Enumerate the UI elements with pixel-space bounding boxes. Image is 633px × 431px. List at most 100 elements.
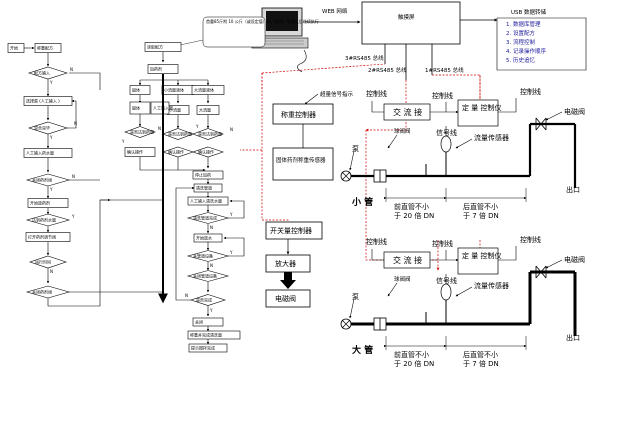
solenoid-label: 电磁阀 [275, 294, 296, 303]
flow-connector [455, 138, 473, 149]
node-label: Y [49, 187, 53, 192]
node-label: 清洗管道完成 [193, 215, 217, 221]
flow-connector [371, 101, 384, 113]
node-label: 人工输入药水量 [26, 150, 54, 156]
node-label: 停止加药 [195, 172, 211, 178]
process-box [129, 85, 151, 95]
outlet-label: 出口 [566, 185, 580, 194]
node-label: 确认操作 [168, 149, 184, 155]
node-label: N [210, 263, 213, 268]
meter-box [457, 99, 499, 127]
process-box [144, 42, 182, 52]
control-line-label: 控制线 [432, 91, 453, 100]
switch-controller-label: 开关量控制器 [270, 226, 312, 235]
control-line-label: 控制线 [366, 237, 387, 246]
outlet-label: 出口 [566, 333, 580, 342]
flow-connector [349, 150, 355, 171]
node-label: Y [71, 214, 75, 219]
control-line-label: 控制线 [520, 235, 541, 244]
solid-sensor-box [272, 147, 334, 181]
node-label: 配方输入 [34, 70, 50, 76]
node-label: 是否达到药量 [168, 131, 192, 137]
node-label: 运行时间 [35, 259, 51, 265]
flowchart-middle: 读取配方加药剂固体小流量液体大流量液体固体小流量大流量人工加入量是否达到药量是否… [100, 42, 245, 353]
process-box [196, 105, 220, 115]
menu-item: 3. 流程控制 [506, 38, 535, 46]
node-label: N [210, 225, 213, 230]
switch-controller-box [265, 221, 323, 240]
flowchart-left: 开始称重配方配方输入NY选择菜 (人工输入 )混合完毕YN人工输入药水量关闭药剂… [7, 43, 111, 307]
flow-connector [175, 186, 195, 301]
node-label: 达到药剂水量 [32, 217, 56, 223]
solid-sensor-label: 固体药剂称重传感器 [276, 156, 326, 164]
big-pipe-system: 控制线控制线控制线交 流 接定 量 控制仪球阀阀信号线流量传感器泵电磁阀出口大 … [340, 235, 585, 368]
node-label: 提示搅拌完成 [191, 345, 215, 351]
ac-contactor-box [383, 251, 431, 269]
node-label: 确认操作 [127, 149, 143, 155]
ball-valve-label: 球阀阀 [394, 127, 411, 135]
front-straight-label: 前直管不小于 20 倍 DN [394, 202, 434, 220]
solenoid-valve-icon [535, 117, 547, 131]
flow-connector [223, 236, 245, 257]
bus-red-dashed [365, 130, 438, 261]
small-pipe-system: 控制线控制线控制线交 流 接定 量 控制仪球阀阀信号线流量传感器泵电磁阀出口小 … [340, 87, 585, 220]
node-label: 关闭 [195, 319, 203, 325]
node-label: 加药剂 [150, 66, 162, 72]
menu-panel: 1. 数据库管理 2. 设置配方 3. 流程控制 4. 记录操作顺序 5. 历史… [496, 17, 587, 71]
flow-connector [498, 98, 517, 113]
flow-connector [455, 286, 473, 297]
node-label: 读取配方 [147, 44, 163, 50]
process-box [187, 330, 241, 340]
control-line-label: 控制线 [432, 239, 453, 248]
flow-connector [545, 259, 563, 269]
flow-connector [349, 298, 355, 319]
ac-contactor-label: 交 流 接 [393, 107, 422, 117]
meter-label: 定 量 控制仪 [462, 103, 501, 112]
node-label: 关管道设备 [193, 253, 213, 259]
bus2-label: 2#RS485 总线 [368, 66, 407, 74]
node-label: 大流量 [199, 107, 211, 113]
pipe-name: 小 管 [351, 196, 373, 208]
flow-connector [387, 282, 398, 297]
note-callout [202, 16, 266, 48]
menu-item: 5. 历史追忆 [506, 56, 535, 64]
solenoid-valve-icon [535, 265, 547, 279]
pump-icon-cross [341, 171, 351, 181]
node-label: 开始放水 [196, 235, 212, 241]
signal-chain: 超量信号指示 称重控制器 固体药剂称重传感器 开关量控制器 放大器 电磁阀 [240, 63, 482, 308]
flow-connector [139, 157, 206, 172]
node-label: N [70, 67, 73, 72]
node-label: Y [229, 250, 233, 255]
node-label: Y [49, 80, 53, 85]
node-label: N [72, 174, 75, 179]
node-label: 是否达到药量 [198, 131, 222, 137]
node-label: N [185, 293, 188, 298]
bus3-label: 1#RS485 总线 [425, 66, 464, 74]
bus-red-dashed [240, 73, 263, 151]
decision-diamond [190, 294, 226, 306]
control-line-label: 控制线 [520, 87, 541, 96]
note-pointer [179, 39, 204, 46]
menu-item: 4. 记录操作顺序 [506, 47, 546, 55]
node-label: Y [195, 124, 199, 129]
weigh-controller-label: 称重控制器 [281, 110, 316, 119]
flow-sensor-label: 流量传感器 [474, 281, 509, 290]
node-label: 固体 [132, 87, 140, 93]
node-label: N [74, 121, 77, 126]
pump-label: 泵 [352, 293, 359, 301]
computer-icon [251, 7, 309, 73]
process-box [34, 43, 62, 53]
touchscreen-label: 触摸屏 [398, 13, 415, 21]
node-label: 关闭管道设备 [193, 273, 217, 279]
process-box [150, 101, 170, 115]
bus-red-dashed [365, 80, 407, 132]
signal-line-label: 信号线 [436, 128, 457, 137]
bus1-label: 3#RS485 总线 [345, 54, 384, 62]
node-label: 小流量液体 [164, 87, 184, 93]
bus-red-dashed [432, 74, 482, 111]
decision-diamond [162, 128, 194, 140]
pump-label: 泵 [352, 145, 359, 153]
decision-diamond [186, 270, 230, 282]
meter-label: 定 量 控制仪 [462, 251, 501, 260]
